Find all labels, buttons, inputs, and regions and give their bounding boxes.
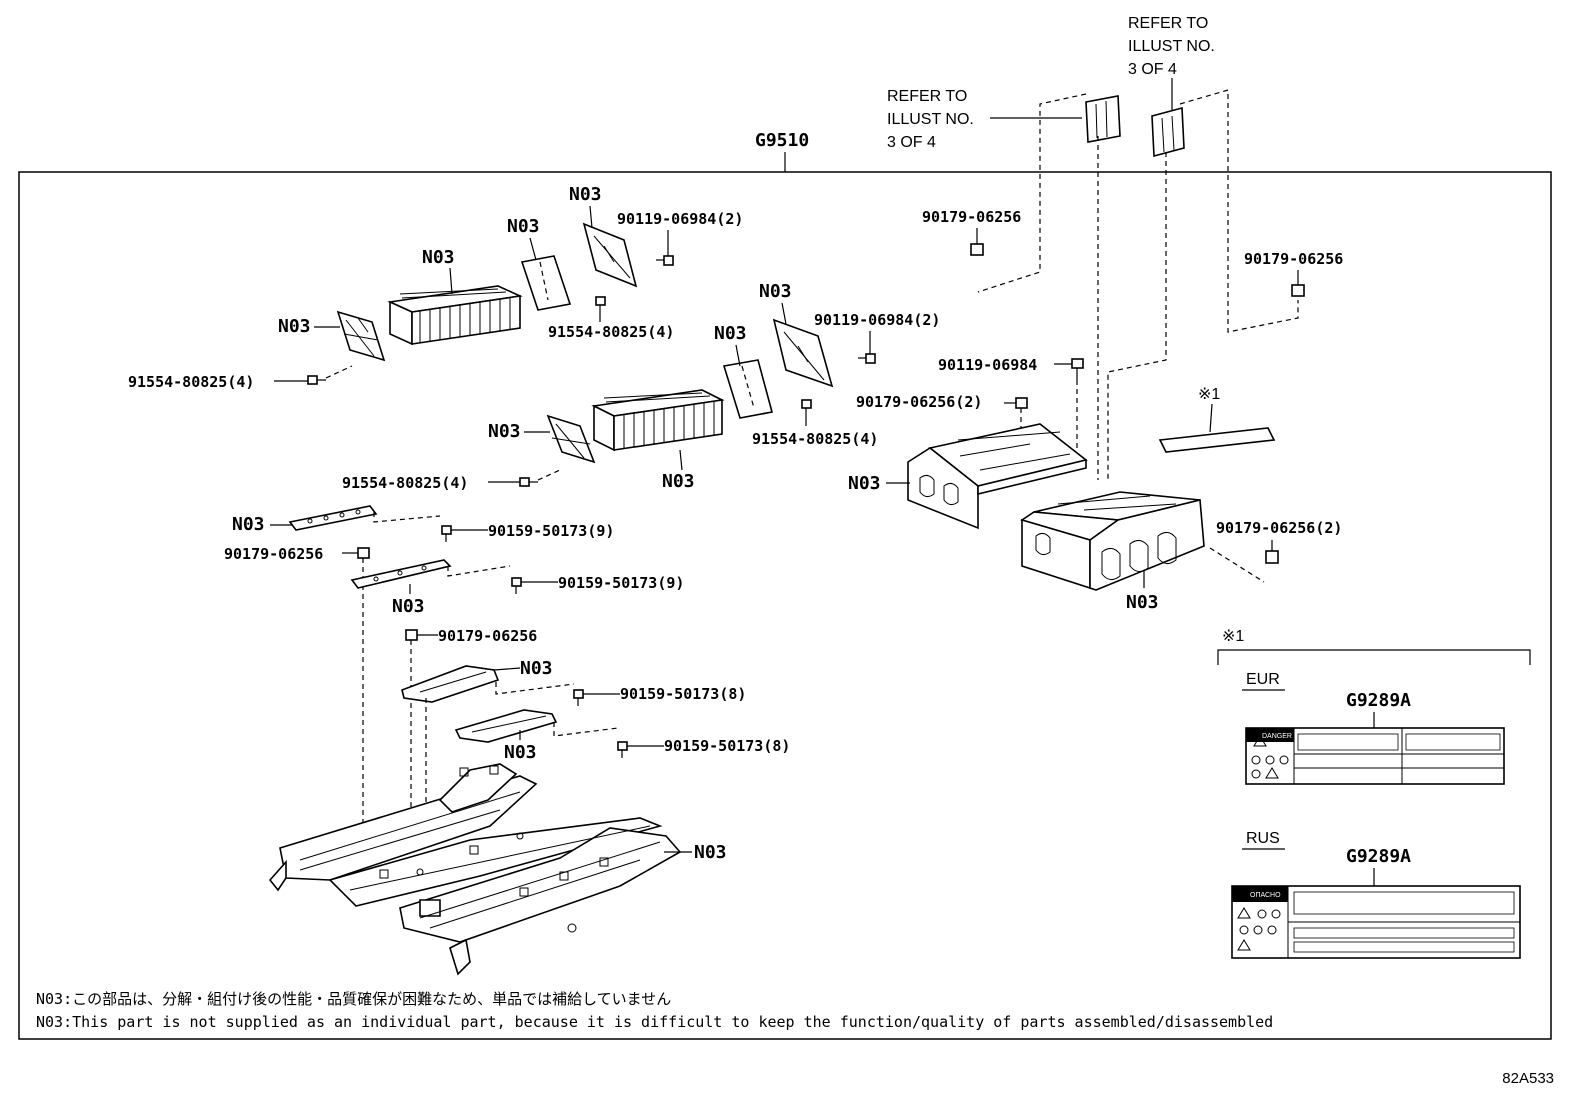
battery-case-icon [1020,491,1205,591]
part-label: 90179-06256(2) [1216,519,1342,537]
n03-label: N03 [569,184,602,205]
n03-label: N03 [694,842,727,863]
label-sheet-marker: ※1 [1198,386,1220,403]
bolt-icon [573,689,584,706]
part-label: 90179-06256 [922,208,1021,226]
n03-label: N03 [714,323,747,344]
nut-icon [1265,550,1279,564]
bolt-icon [307,375,326,385]
n03-label: N03 [232,514,265,535]
bolt-icon [656,255,674,266]
part-label: 90159-50173(8) [664,737,790,755]
svg-text:3 OF 4: 3 OF 4 [887,134,936,151]
refer-left-label: REFER TO ILLUST NO. 3 OF 4 [887,88,974,151]
refer-right-label: REFER TO ILLUST NO. 3 OF 4 [1128,15,1215,78]
nut-icon [970,243,984,256]
svg-text:ILLUST NO.: ILLUST NO. [1128,38,1215,55]
n03-label: N03 [488,421,521,442]
part-label: 91554-80825(4) [342,474,468,492]
svg-text:ОПАСНО: ОПАСНО [1250,892,1281,899]
bracket-icon [350,559,452,589]
part-label: 90159-50173(9) [488,522,614,540]
svg-text:DANGER: DANGER [1262,733,1292,740]
bolt-icon [801,399,812,416]
part-label: 90159-50173(8) [620,685,746,703]
bracket-icon [401,665,500,703]
nut-icon [405,629,418,641]
part-label: 90179-06256(2) [856,393,982,411]
bolt-icon [595,296,606,313]
rus-label: RUS [1246,830,1280,847]
part-label: 91554-80825(4) [128,373,254,391]
battery-module-icon [591,389,725,452]
bracket-icon [772,318,834,388]
n03-label: N03 [507,216,540,237]
bracket-icon [520,255,572,311]
bracket-icon [1085,95,1121,143]
legend-marker: ※1 [1222,628,1244,645]
bracket-icon [288,505,378,531]
n03-label: N03 [278,316,311,337]
bolt-icon [519,477,538,487]
bracket-icon [1151,106,1185,158]
bracket-icon [336,310,386,362]
n03-label: N03 [1126,592,1159,613]
svg-text:REFER TO: REFER TO [887,88,967,105]
battery-module-icon [387,285,523,346]
n03-label: N03 [422,247,455,268]
part-label: 90179-06256 [224,545,323,563]
note-english: N03:This part is not supplied as an indi… [36,1013,1274,1031]
bolt-icon [511,577,522,594]
n03-label: N03 [662,471,695,492]
group-code-label: G9510 [755,130,809,151]
part-label: 90119-06984(2) [617,210,743,228]
n03-label: N03 [848,473,881,494]
part-label: 90179-06256 [1244,250,1343,268]
n03-label: N03 [759,281,792,302]
frame-icon [268,763,682,976]
n03-label: N03 [520,658,553,679]
n03-label: N03 [504,742,537,763]
svg-text:REFER TO: REFER TO [1128,15,1208,32]
illustration-code: 82A533 [1502,1070,1554,1087]
svg-text:3 OF 4: 3 OF 4 [1128,61,1177,78]
bracket-icon [454,709,558,743]
part-label: 90159-50173(9) [558,574,684,592]
label-code: G9289A [1346,846,1411,867]
bracket-icon [582,222,638,288]
n03-label: N03 [392,596,425,617]
nut-icon [1015,397,1028,409]
part-label: 90179-06256 [438,627,537,645]
nut-icon [357,547,370,559]
bolt-icon [858,353,876,364]
part-label: 91554-80825(4) [548,323,674,341]
svg-text:ILLUST NO.: ILLUST NO. [887,111,974,128]
part-label: 91554-80825(4) [752,430,878,448]
bolt-icon [1071,358,1084,380]
part-label: 90119-06984(2) [814,311,940,329]
caution-label-icon [1158,427,1276,453]
bolt-icon [617,741,628,758]
nut-icon [1291,284,1305,297]
caution-label-icon: ОПАСНО [1231,885,1521,959]
bolt-icon [441,525,452,542]
part-label: 90119-06984 [938,356,1037,374]
battery-case-icon [907,423,1088,530]
caution-label-icon: DANGER [1245,727,1505,785]
label-code: G9289A [1346,690,1411,711]
bracket-icon [722,359,773,419]
note-japanese: N03:この部品は、分解・組付け後の性能・品質確保が困難なため、単品では補給して… [36,990,672,1008]
eur-label: EUR [1246,671,1280,688]
bracket-icon [546,414,596,464]
